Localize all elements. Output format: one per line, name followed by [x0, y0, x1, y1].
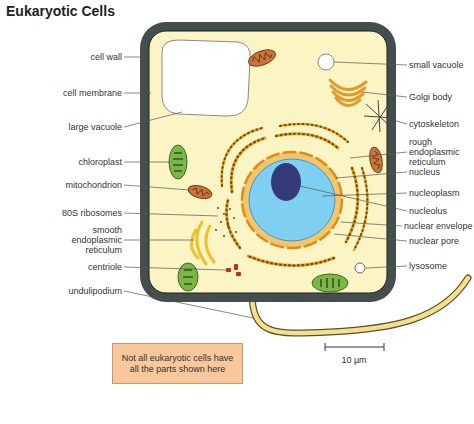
- centriole-part: [234, 264, 238, 270]
- ribosome-dot: [215, 229, 217, 231]
- note-text: Not all eukaryotic cells have all the pa…: [119, 353, 236, 375]
- scale-bar: [325, 343, 384, 351]
- mitochondrion-membrane: [187, 183, 213, 201]
- part-label: small vacuole: [409, 60, 473, 70]
- ribosome-dot: [229, 208, 231, 210]
- rough-er-shape: [222, 124, 368, 250]
- leader-line: [322, 193, 407, 196]
- leader-lines: [124, 57, 407, 318]
- leader-line: [124, 93, 151, 94]
- part-label: cell membrane: [22, 88, 122, 98]
- lysosome-shape: [355, 263, 365, 273]
- leader-line: [124, 267, 226, 270]
- ribosome-dot: [227, 225, 229, 227]
- nuclear-envelope-shape: [242, 152, 342, 248]
- part-label: lysosome: [409, 261, 473, 271]
- leader-line: [341, 222, 402, 226]
- part-label: nucleoplasm: [409, 188, 473, 198]
- leader-line: [124, 185, 190, 190]
- mitochondrion-cristae: [191, 187, 209, 197]
- large-vacuole-shape: [162, 40, 250, 116]
- part-label: cytoskeleton: [409, 119, 473, 129]
- rough-er-ribosomes: [222, 124, 368, 250]
- leader-line: [336, 172, 407, 178]
- centriole-part: [236, 272, 241, 276]
- leader-line: [124, 291, 253, 318]
- golgi-cisterna: [336, 98, 360, 106]
- mitochondrion-cristae: [371, 151, 380, 170]
- chloroplast-membrane: [169, 145, 187, 179]
- part-label: mitochondrion: [22, 180, 122, 190]
- rough-er-ribosomes: [227, 134, 358, 266]
- mitochondrion-shape: [246, 47, 277, 70]
- chloroplast-shape: [312, 274, 348, 292]
- ribosome-dot: [220, 221, 222, 223]
- mitochondrion-cristae: [251, 51, 272, 64]
- leader-line: [300, 186, 407, 211]
- part-label: Golgi body: [409, 92, 473, 102]
- golgi-cisterna: [330, 80, 366, 90]
- ribosome-dot: [223, 213, 225, 215]
- chloroplast-grana: [183, 270, 193, 284]
- part-label: centriole: [22, 262, 122, 272]
- cell-wall-shape: [140, 22, 396, 302]
- cytoskeleton-fibres: [364, 100, 395, 132]
- nucleolus-shape: [271, 163, 301, 201]
- leader-line: [334, 62, 407, 65]
- ribosome-dot: [217, 207, 219, 209]
- chloroplast-grana: [321, 278, 339, 288]
- leader-line: [124, 240, 194, 241]
- leader-line: [350, 152, 407, 158]
- mitochondrion-shape: [187, 183, 213, 201]
- leader-line: [124, 162, 170, 163]
- centriole-shape: [226, 264, 241, 276]
- ribosome-dots: [215, 207, 237, 237]
- chloroplast-membrane: [312, 274, 348, 292]
- leader-line: [124, 112, 182, 127]
- centriole-part: [226, 268, 231, 272]
- smooth-er-shape: [191, 222, 214, 264]
- leader-line: [366, 266, 407, 268]
- part-label: chloroplast: [22, 157, 122, 167]
- part-label: nuclear pore: [409, 236, 473, 246]
- ribosome-dot: [235, 231, 237, 233]
- leader-line: [124, 57, 143, 58]
- chloroplast-shape: [178, 263, 198, 291]
- leader-line: [362, 92, 407, 97]
- ribosome-dot: [223, 235, 225, 237]
- mitochondrion-shape: [368, 146, 384, 174]
- part-label: nuclear envelope: [404, 221, 474, 231]
- part-label: nucleolus: [409, 206, 473, 216]
- chloroplast-membrane: [178, 263, 198, 291]
- scale-label: 10 µm: [324, 355, 384, 365]
- leader-line: [386, 118, 407, 124]
- mitochondrion-membrane: [368, 146, 384, 174]
- part-label: nucleus: [409, 167, 473, 177]
- ribosome-dot: [233, 217, 235, 219]
- diagram-title: Eukaryotic Cells: [6, 3, 115, 19]
- part-label: 80S ribosomes: [22, 208, 122, 218]
- part-label: smooth endoplasmic reticulum: [68, 225, 122, 255]
- leader-line: [124, 213, 218, 216]
- note-box: Not all eukaryotic cells have all the pa…: [112, 343, 243, 384]
- chloroplast-shape: [169, 145, 187, 179]
- mitochondrion-membrane: [246, 47, 277, 70]
- nucleoplasm-shape: [249, 159, 335, 241]
- cell-membrane-shape: [149, 31, 387, 293]
- chloroplast-grana: [173, 153, 183, 171]
- small-vacuole-shape: [318, 54, 334, 70]
- rough-er-shape: [227, 134, 358, 266]
- part-label: rough endoplasmic reticulum: [409, 137, 461, 167]
- part-label: undulipodium: [22, 286, 122, 296]
- part-label: large vacuole: [22, 122, 122, 132]
- part-label: cell wall: [22, 52, 122, 62]
- leader-line: [334, 234, 407, 241]
